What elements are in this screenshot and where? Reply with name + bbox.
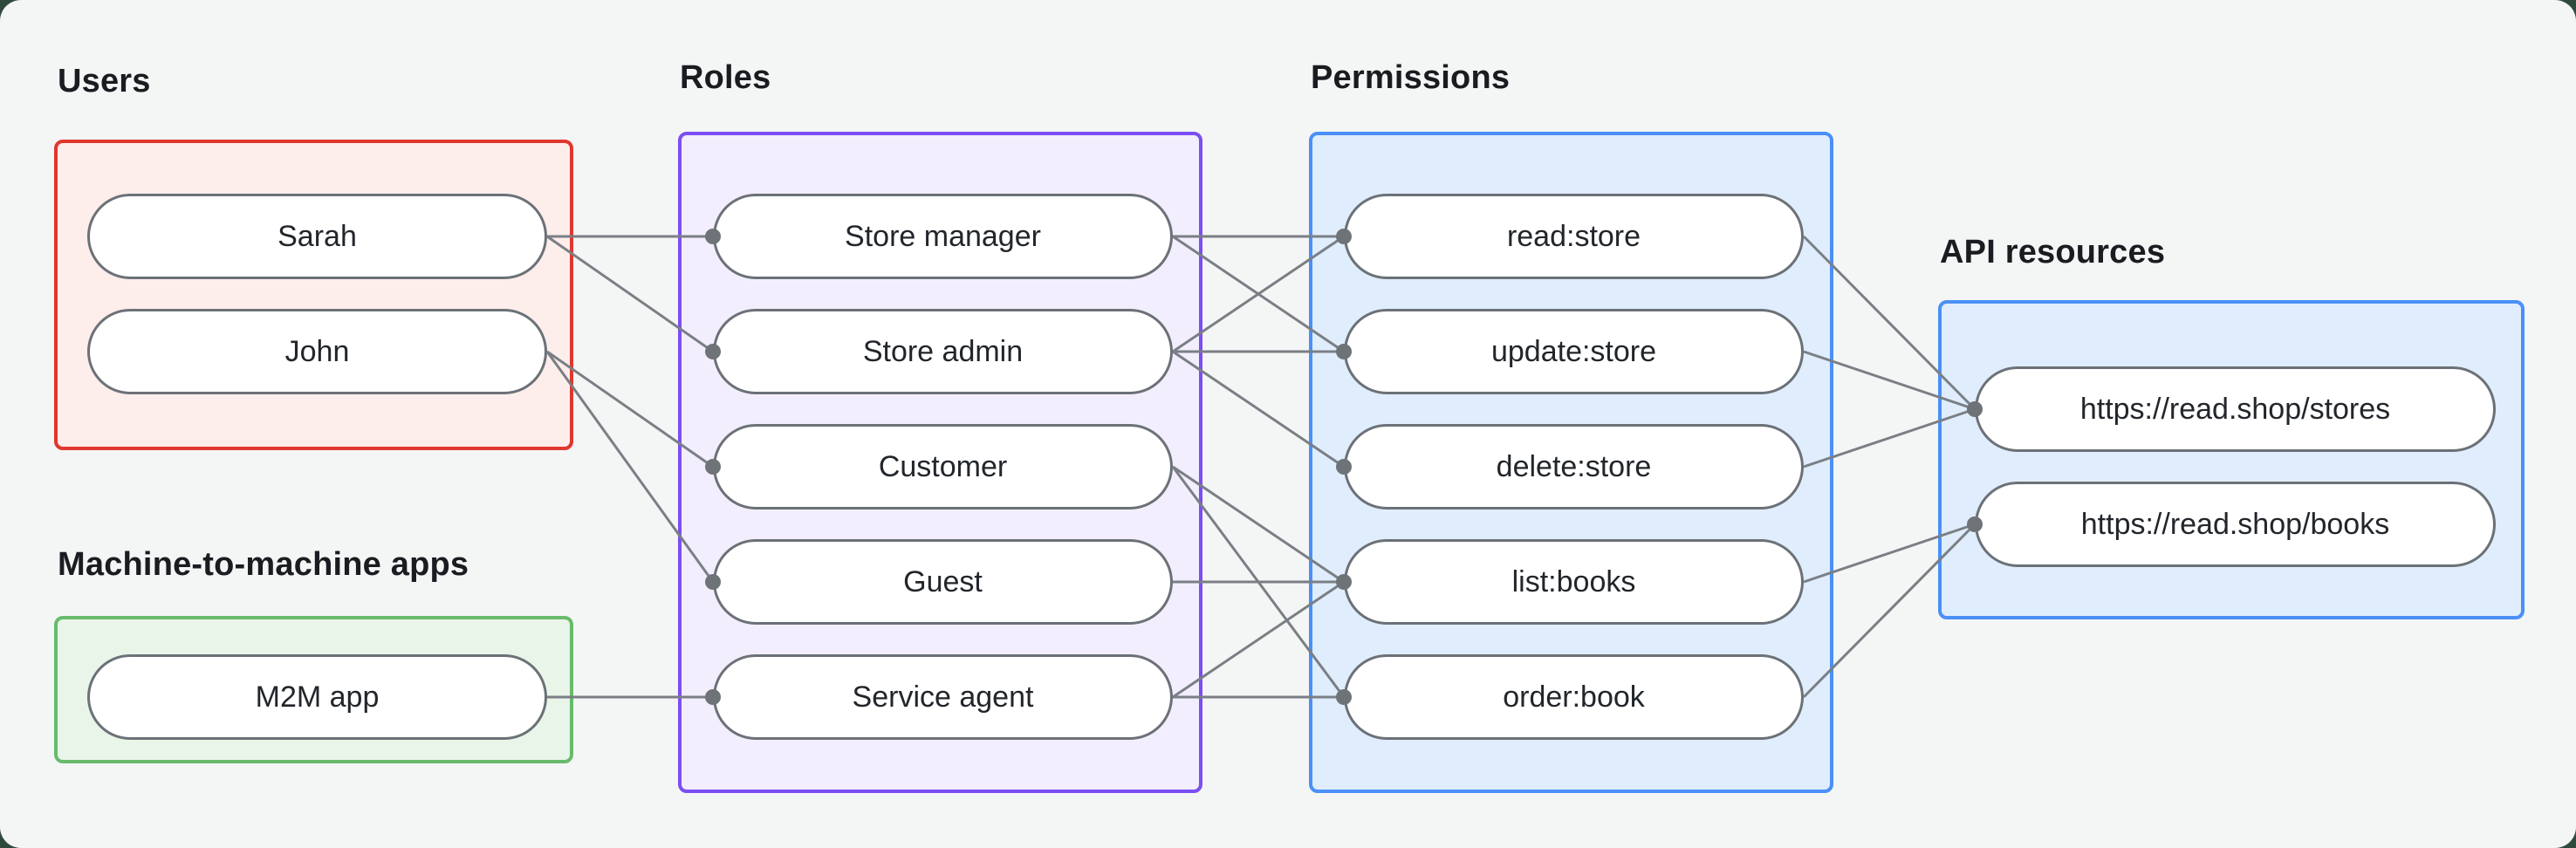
node-guest: Guest <box>713 539 1173 625</box>
node-read-store: read:store <box>1344 194 1804 279</box>
node-sarah: Sarah <box>87 194 547 279</box>
permissions-section-label: Permissions <box>1311 59 1511 96</box>
users-group-box: Sarah John <box>54 140 573 450</box>
node-m2m-app: M2M app <box>87 654 547 740</box>
roles-section-label: Roles <box>680 59 771 96</box>
api-resources-group-box: https://read.shop/stores https://read.sh… <box>1938 300 2525 619</box>
node-order-book: order:book <box>1344 654 1804 740</box>
roles-group-box: Store manager Store admin Customer Guest… <box>678 132 1202 793</box>
node-store-admin: Store admin <box>713 309 1173 394</box>
node-stores-api: https://read.shop/stores <box>1975 366 2496 452</box>
users-section-label: Users <box>58 63 151 99</box>
node-store-manager: Store manager <box>713 194 1173 279</box>
node-delete-store: delete:store <box>1344 424 1804 509</box>
node-customer: Customer <box>713 424 1173 509</box>
node-service-agent: Service agent <box>713 654 1173 740</box>
api-resources-section-label: API resources <box>1940 234 2166 270</box>
permissions-group-box: read:store update:store delete:store lis… <box>1309 132 1833 793</box>
node-books-api: https://read.shop/books <box>1975 482 2496 567</box>
node-update-store: update:store <box>1344 309 1804 394</box>
m2m-section-label: Machine-to-machine apps <box>58 546 469 583</box>
m2m-group-box: M2M app <box>54 616 573 763</box>
node-john: John <box>87 309 547 394</box>
node-list-books: list:books <box>1344 539 1804 625</box>
